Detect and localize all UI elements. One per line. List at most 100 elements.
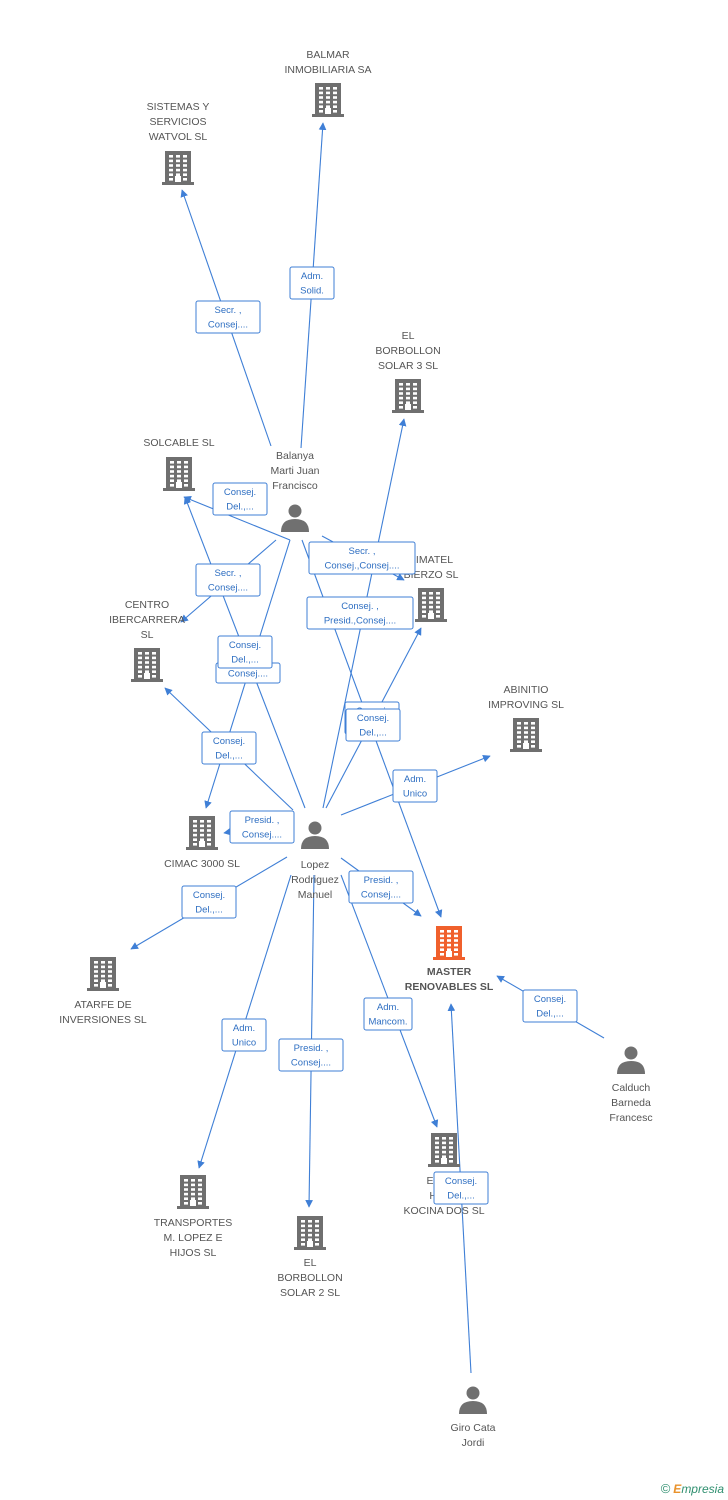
edge-label-text: Adm. xyxy=(377,1002,399,1013)
node-label: BIERZO SL xyxy=(404,569,459,581)
edge-label-balanya-solcable[interactable]: Consej.Del.,... xyxy=(212,482,268,516)
edge-label-calduch-master[interactable]: Consej.Del.,... xyxy=(522,989,578,1023)
edge-label-text: Consej.... xyxy=(242,830,282,841)
edge-label-text: Consej. xyxy=(534,994,566,1005)
node-label: EL xyxy=(402,330,415,342)
node-label: Francisco xyxy=(272,480,318,492)
node-label: MASTER xyxy=(427,966,472,978)
edge-label-text: Adm. xyxy=(233,1023,255,1034)
node-label: RENOVABLES SL xyxy=(405,981,494,993)
node-label: HIJOS SL xyxy=(170,1247,217,1259)
node-label: SISTEMAS Y xyxy=(147,101,210,113)
edge-label-text: Consej. xyxy=(193,890,225,901)
building-icon xyxy=(510,718,542,752)
node-label: SL xyxy=(141,629,154,641)
edge-label-text: Presid. , xyxy=(364,875,399,886)
building-icon xyxy=(428,1133,460,1167)
node-label: BORBOLLON xyxy=(375,345,440,357)
edge-label-lopez-transportes[interactable]: Adm.Unico xyxy=(221,1018,267,1052)
copyright-footer: ©Empresia xyxy=(661,1481,724,1496)
node-label: Rodriguez xyxy=(291,874,339,886)
node-balmar[interactable]: BALMAR INMOBILIARIA SA xyxy=(285,49,372,117)
edge-label-lopez-master[interactable]: Presid. ,Consej.... xyxy=(348,870,414,904)
edge-label-lopez-simatel[interactable]: Consej. Del.,... xyxy=(345,708,401,742)
edge-label-text: Consej. , xyxy=(341,601,379,612)
node-label: EL xyxy=(304,1257,317,1269)
node-label: SOLCABLE SL xyxy=(143,437,214,449)
person-icon xyxy=(281,504,309,532)
edge-label-lopez-kocina[interactable]: Adm. Mancom. xyxy=(363,997,413,1031)
person-icon xyxy=(301,821,329,849)
node-label: Calduch xyxy=(612,1082,651,1094)
building-icon xyxy=(131,648,163,682)
edge-label-lopez-abinitio[interactable]: Adm.Unico xyxy=(392,769,438,803)
node-borbollon3[interactable]: EL BORBOLLON SOLAR 3 SL xyxy=(375,330,441,413)
node-kocina[interactable]: EXPLOHOSTKOCINA DOS SL xyxy=(403,1133,485,1217)
node-label: WATVOL SL xyxy=(149,131,208,143)
node-label: Balanya xyxy=(276,450,314,462)
edge-label-text: Adm. xyxy=(404,774,426,785)
node-label: Giro Cata xyxy=(451,1422,496,1434)
node-label: Marti Juan xyxy=(270,465,319,477)
edge-label-text: Consej. xyxy=(445,1176,477,1187)
edge-label-giro-master[interactable]: Consej. Del.,... xyxy=(433,1171,489,1205)
building-icon xyxy=(392,379,424,413)
building-icon xyxy=(177,1175,209,1209)
edge-label-text: Secr. , xyxy=(215,305,242,316)
nodes-layer: BALMAR INMOBILIARIA SA SISTEMAS Y SERVICIOS… xyxy=(59,49,652,1449)
node-label: INMOBILIARIA SA xyxy=(285,64,372,76)
edge-label-text: Del.,... xyxy=(215,751,242,762)
edge-label-balanya-balmar[interactable]: Adm.Solid. xyxy=(289,266,335,300)
node-label: Manuel xyxy=(298,889,332,901)
node-solcable[interactable]: SOLCABLE SL xyxy=(143,437,215,491)
node-label: Barneda xyxy=(611,1097,651,1109)
edge-label-lopez-cimac[interactable]: Presid. ,Consej.... xyxy=(229,810,295,844)
node-watvol[interactable]: SISTEMAS Y SERVICIOS WATVOL SL xyxy=(147,101,210,185)
building-icon xyxy=(186,816,218,850)
edge-label-text: Del.,... xyxy=(447,1191,474,1202)
node-label: SOLAR 3 SL xyxy=(378,360,438,372)
node-label: M. LOPEZ E xyxy=(164,1232,223,1244)
edge-balanya-solcable xyxy=(183,496,291,541)
edge-label-balanya-watvol[interactable]: Secr. ,Consej.... xyxy=(195,300,261,334)
node-label: CENTRO xyxy=(125,599,169,611)
edge-label-balanya-simatel[interactable]: Consej. , Presid.,Consej.... xyxy=(306,596,414,630)
edge-label-text: Del.,... xyxy=(231,655,258,666)
node-label: SOLAR 2 SL xyxy=(280,1287,340,1299)
building-icon xyxy=(87,957,119,991)
node-label: TRANSPORTES xyxy=(154,1217,233,1229)
node-label: Lopez xyxy=(301,859,330,871)
edge-label-text: Consej. xyxy=(224,487,256,498)
node-label: BALMAR xyxy=(306,49,350,61)
edge-label-text: Presid.,Consej.... xyxy=(324,616,396,627)
edge-label-lopez-borbollon2[interactable]: Presid. ,Consej.... xyxy=(278,1038,344,1072)
building-icon xyxy=(294,1216,326,1250)
edge-label-lopez-borbollon3[interactable]: Secr. ,Consej.,Consej.... xyxy=(308,541,416,575)
edge-label-text: Consej. xyxy=(357,713,389,724)
node-transportes[interactable]: TRANSPORTES M. LOPEZ E HIJOS SL xyxy=(154,1175,233,1259)
edge-label-lopez-solcable[interactable]: Consej.Del.,... xyxy=(217,635,273,669)
edge-label-text: Consej. xyxy=(213,736,245,747)
brand-name: mpresia xyxy=(681,1482,724,1496)
edge-label-lopez-atarfe[interactable]: Consej.Del.,... xyxy=(181,885,237,919)
edge-label-text: Del.,... xyxy=(359,728,386,739)
node-label: SERVICIOS xyxy=(150,116,207,128)
node-label: CIMAC 3000 SL xyxy=(164,858,240,870)
edge-label-text: Consej.,Consej.... xyxy=(325,561,400,572)
edge-label-lopez-ibercarrera[interactable]: Consej. Del.,... xyxy=(201,731,257,765)
node-cimac[interactable]: CIMAC 3000 SL xyxy=(164,816,240,870)
edge-label-balanya-ibercarrera[interactable]: Secr. ,Consej.... xyxy=(195,563,261,597)
edge-label-text: Presid. , xyxy=(294,1043,329,1054)
node-master[interactable]: MASTER RENOVABLES SL xyxy=(405,926,494,993)
edge-label-text: Mancom. xyxy=(368,1017,407,1028)
